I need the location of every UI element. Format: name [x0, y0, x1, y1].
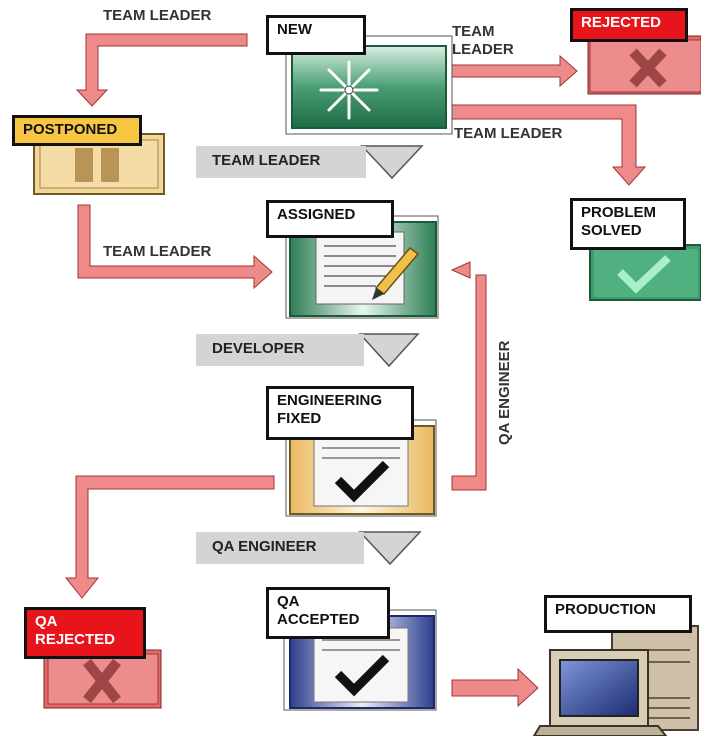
state-problem-solved: PROBLEM SOLVED — [570, 198, 686, 250]
triangle-marker — [360, 145, 424, 180]
role-label-qa-engineer: QA ENGINEER — [496, 340, 513, 445]
qa-rejected-card — [43, 649, 162, 709]
new-card — [285, 35, 453, 135]
triangle-marker — [358, 333, 420, 368]
state-qa-accepted: QA ACCEPTED — [266, 587, 390, 639]
pause-icon — [75, 148, 119, 182]
state-production: PRODUCTION — [544, 595, 692, 633]
arrow-fixed-to-assigned — [450, 261, 487, 491]
arrow-new-to-problem-solved — [451, 104, 647, 186]
role-label-team-leader: TEAM LEADER — [452, 23, 514, 58]
triangle-marker — [358, 531, 422, 566]
checkmark-icon — [617, 255, 671, 294]
role-label-team-leader: TEAM LEADER — [103, 7, 212, 24]
role-bar-team-leader: TEAM LEADER — [196, 146, 366, 178]
arrow-postponed-to-assigned — [77, 204, 273, 290]
arrow-new-to-rejected — [451, 54, 578, 88]
checkmark-icon — [334, 654, 390, 697]
computer-icon — [532, 625, 699, 736]
arrow-accepted-to-production — [451, 667, 539, 708]
role-bar-developer: DEVELOPER — [196, 334, 364, 366]
state-engineering-fixed: ENGINEERING FIXED — [266, 386, 414, 440]
x-mark-icon — [629, 48, 667, 88]
state-new: NEW — [266, 15, 366, 55]
rejected-card — [587, 35, 701, 95]
role-bar-qa-engineer: QA ENGINEER — [196, 532, 364, 564]
checkmark-icon — [334, 460, 390, 503]
role-label-team-leader: TEAM LEADER — [454, 125, 563, 142]
role-label-team-leader: TEAM LEADER — [103, 243, 212, 260]
arrow-fixed-to-qa-rejected — [64, 475, 275, 599]
problem-solved-card — [589, 244, 701, 301]
state-rejected: REJECTED — [570, 8, 688, 42]
state-postponed: POSTPONED — [12, 115, 142, 146]
state-qa-rejected: QA REJECTED — [24, 607, 146, 659]
pencil-icon — [372, 246, 420, 300]
x-mark-icon — [83, 658, 121, 704]
state-assigned: ASSIGNED — [266, 200, 394, 238]
arrow-new-to-postponed — [75, 33, 248, 107]
